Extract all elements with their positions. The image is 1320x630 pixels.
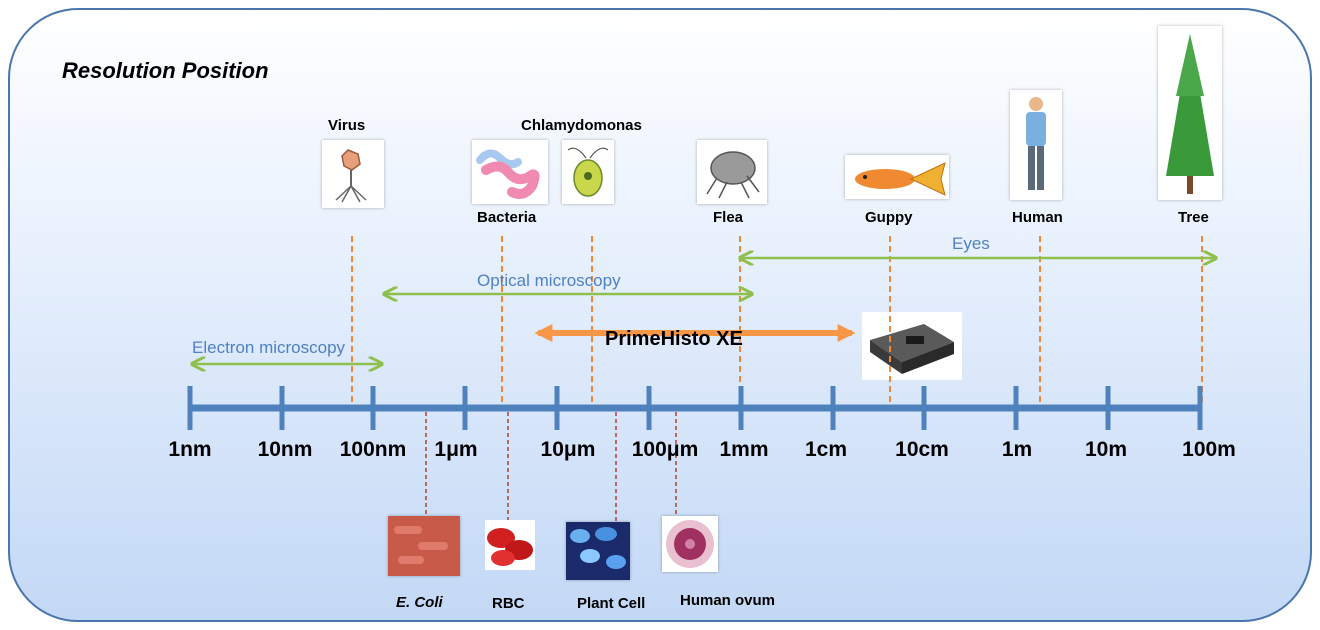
cell-markers: [425, 412, 677, 522]
bacteria-image: [472, 140, 548, 204]
tree-image: [1158, 26, 1222, 200]
flea-label: Flea: [713, 209, 744, 226]
virus-label: Virus: [328, 117, 366, 134]
guppy-label: Guppy: [865, 209, 913, 226]
scale-tick-label: 10cm: [895, 438, 949, 461]
ecoli-label: E. Coli: [396, 594, 443, 611]
plant-cell-image: [566, 522, 630, 580]
human-ovum-label: Human ovum: [680, 592, 776, 609]
scale-tick-label: 100nm: [339, 438, 407, 461]
human-label: Human: [1012, 209, 1063, 226]
electron-microscopy-range-label: Electron microscopy: [192, 338, 346, 357]
scale-tick-label: 10nm: [257, 438, 313, 461]
primehisto-range-label: PrimeHisto XE: [605, 328, 743, 350]
human-image: [1010, 90, 1062, 200]
scale-tick-label: 10μm: [540, 438, 596, 461]
scale-tick-label: 100m: [1182, 438, 1236, 461]
rbc-image: [485, 520, 535, 570]
diagram-panel: [8, 8, 1312, 622]
plant-cell-label: Plant Cell: [577, 595, 646, 612]
guppy-image: [845, 155, 949, 199]
scale-tick-label: 10m: [1084, 438, 1128, 461]
scale-axis-ticks: [187, 386, 1203, 430]
tree-label: Tree: [1178, 209, 1209, 226]
optical-microscopy-range-label: Optical microscopy: [477, 271, 621, 290]
virus-image: [322, 140, 384, 208]
organism-markers: [351, 236, 1203, 404]
ecoli-image: [388, 516, 460, 576]
rbc-label: RBC: [492, 595, 525, 612]
scale-tick-label: 1cm: [804, 438, 848, 461]
flea-image: [697, 140, 767, 204]
chlamydomonas-label: Chlamydomonas: [521, 117, 642, 134]
bacteria-label: Bacteria: [477, 209, 537, 226]
eyes-range-label: Eyes: [952, 234, 990, 253]
scale-tick-label: 1μm: [434, 438, 478, 461]
scale-tick-label: 1nm: [168, 438, 212, 461]
scale-tick-label: 100μm: [631, 438, 699, 461]
primehisto-device-image: [862, 312, 962, 380]
scale-tick-label: 1m: [1001, 438, 1033, 461]
chlamydomonas-image: [562, 140, 614, 204]
human-ovum-image: [662, 516, 718, 572]
scale-tick-label: 1mm: [719, 438, 769, 461]
diagram-title: Resolution Position: [62, 58, 269, 83]
